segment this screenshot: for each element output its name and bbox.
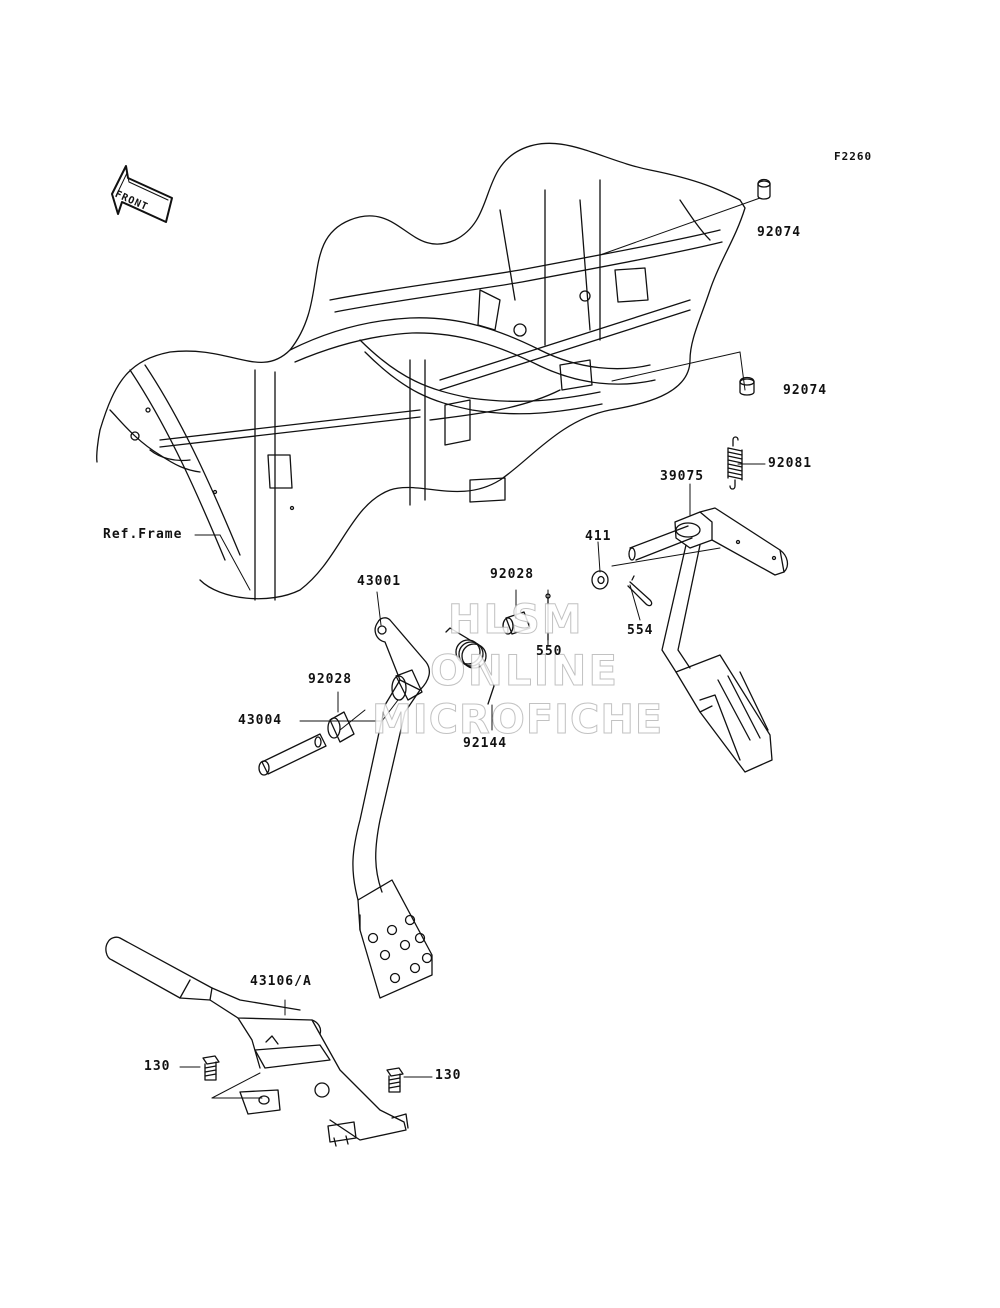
washer-411 <box>592 571 608 589</box>
part-label-411[interactable]: 411 <box>585 529 612 544</box>
front-arrow-icon <box>112 166 172 222</box>
bolt-130-left <box>203 1056 219 1080</box>
frame-illustration <box>97 143 745 600</box>
reference-frame-label: Ref.Frame <box>103 527 183 542</box>
parking-lever-43106A <box>106 937 408 1146</box>
torsion-spring-92144 <box>446 628 494 704</box>
figure-code: F2260 <box>834 150 873 163</box>
pedal-39075 <box>629 508 787 772</box>
part-label-92028-upper[interactable]: 92028 <box>490 567 535 582</box>
watermark-line3: MICROFICHE <box>371 697 664 743</box>
watermark-line2: ONLINE <box>429 646 620 695</box>
spring-92081 <box>728 437 742 489</box>
pedal-43001 <box>353 618 432 998</box>
cap-92074-lower <box>740 378 754 396</box>
collar-92028-upper <box>503 612 530 634</box>
part-label-92074-lower[interactable]: 92074 <box>783 383 828 398</box>
part-label-92028-lower[interactable]: 92028 <box>308 672 353 687</box>
part-label-130-left[interactable]: 130 <box>144 1059 171 1074</box>
part-label-554[interactable]: 554 <box>627 623 654 638</box>
watermark-line1: HLSM <box>448 597 584 643</box>
part-label-39075[interactable]: 39075 <box>660 469 705 484</box>
part-label-550[interactable]: 550 <box>536 644 563 659</box>
pin-550 <box>546 594 550 640</box>
bolt-130-right <box>387 1068 403 1092</box>
shaft-43004 <box>259 734 326 775</box>
part-label-92074-upper[interactable]: 92074 <box>757 225 802 240</box>
part-label-130-right[interactable]: 130 <box>435 1068 462 1083</box>
part-label-43004[interactable]: 43004 <box>238 713 283 728</box>
cotter-pin-554 <box>628 576 652 606</box>
leader-lines <box>180 198 765 1098</box>
collar-92028-lower <box>328 670 422 742</box>
part-label-92144[interactable]: 92144 <box>463 736 508 751</box>
cap-92074-upper <box>758 180 770 200</box>
part-label-43106A[interactable]: 43106/A <box>250 974 312 989</box>
part-label-92081[interactable]: 92081 <box>768 456 813 471</box>
part-label-43001[interactable]: 43001 <box>357 574 402 589</box>
